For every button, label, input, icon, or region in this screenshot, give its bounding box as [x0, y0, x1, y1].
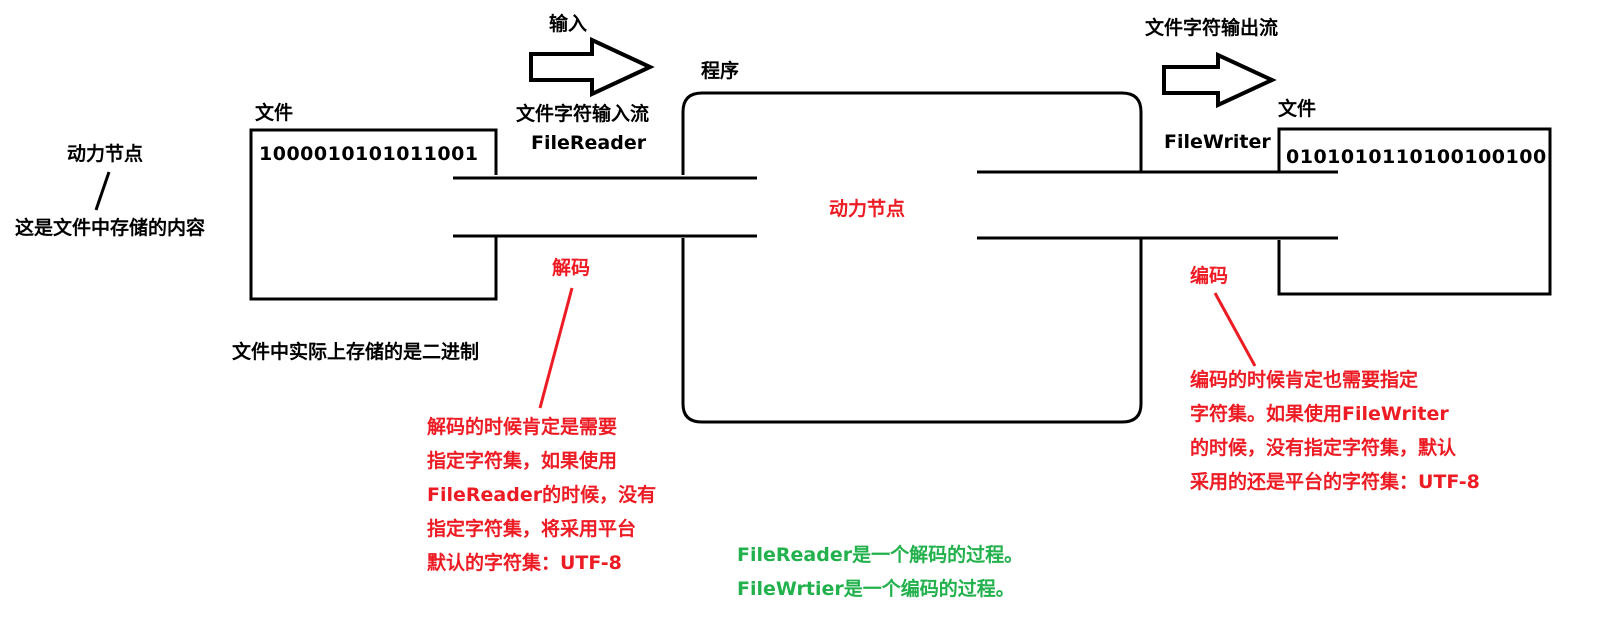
- left-file-content: 1000010101011001: [259, 143, 479, 165]
- input-label: 输入: [549, 13, 588, 35]
- right-file-label: 文件: [1278, 98, 1317, 120]
- summary-line: FileReader是一个解码的过程。: [737, 544, 1024, 566]
- decode-note-line: 指定字符集，将采用平台: [427, 518, 637, 540]
- binary-note: 文件中实际上存储的是二进制: [232, 341, 480, 363]
- right-file-box: [1277, 127, 1552, 296]
- encode-note-line: 字符集。如果使用FileWriter: [1190, 403, 1449, 425]
- left-pointer-line: [94, 171, 111, 211]
- left-file-label: 文件: [255, 102, 294, 124]
- left-file-box: [249, 128, 498, 301]
- reader-class-label: FileReader: [531, 132, 647, 154]
- driving-node-label: 动力节点: [67, 143, 144, 165]
- encode-note-line: 编码的时候肯定也需要指定: [1190, 369, 1419, 391]
- program-center-label: 动力节点: [829, 198, 906, 220]
- program-label: 程序: [701, 60, 740, 82]
- decode-note-line: 解码的时候肯定是需要: [427, 416, 618, 438]
- decode-note: 解码的时候肯定是需要 指定字符集，如果使用 FileReader的时候，没有 指…: [427, 410, 656, 580]
- encode-note-line: 采用的还是平台的字符集：UTF-8: [1190, 471, 1480, 493]
- encode-pointer-line: [1213, 292, 1257, 367]
- output-arrow: [1162, 51, 1277, 109]
- summary-line: FileWrtier是一个编码的过程。: [737, 578, 1015, 600]
- decode-note-line: 指定字符集，如果使用: [427, 450, 618, 472]
- encode-note: 编码的时候肯定也需要指定 字符集。如果使用FileWriter 的时候，没有指定…: [1190, 363, 1480, 499]
- input-arrow: [529, 36, 655, 98]
- reader-stream-label: 文件字符输入流: [516, 103, 650, 125]
- writer-class-label: FileWriter: [1164, 131, 1271, 153]
- summary-note: FileReader是一个解码的过程。 FileWrtier是一个编码的过程。: [737, 538, 1023, 606]
- writer-stream-label: 文件字符输出流: [1145, 17, 1279, 39]
- encode-note-line: 的时候，没有指定字符集，默认: [1190, 437, 1457, 459]
- right-file-content: 0101010110100100100: [1286, 146, 1547, 168]
- program-box: [681, 91, 1143, 424]
- decode-pointer-line: [538, 287, 574, 409]
- decode-label: 解码: [552, 257, 591, 279]
- decode-note-line: 默认的字符集：UTF-8: [427, 552, 622, 574]
- encode-label: 编码: [1190, 265, 1229, 287]
- file-content-note: 这是文件中存储的内容: [15, 217, 206, 239]
- decode-note-line: FileReader的时候，没有: [427, 484, 657, 506]
